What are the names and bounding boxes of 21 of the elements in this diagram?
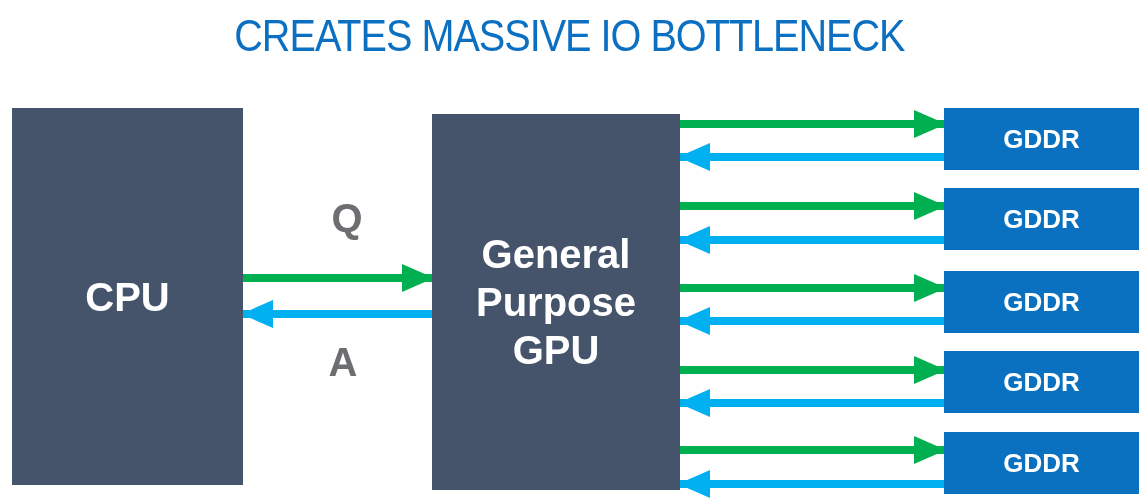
title: CREATES MASSIVE IO BOTTLENECK [234, 10, 905, 62]
node-label: GDDR [1003, 122, 1080, 156]
node-label: CPU [85, 273, 170, 321]
memory-box [944, 432, 1139, 494]
processor-box [12, 108, 243, 485]
processor-box [432, 114, 680, 490]
memory-box [944, 351, 1139, 413]
arrow [680, 274, 946, 302]
memory-box [944, 271, 1139, 333]
node-label: GDDR [1003, 446, 1080, 480]
arrow [243, 264, 434, 292]
arrow [680, 356, 946, 384]
memory-box [944, 108, 1139, 170]
arrow [680, 192, 946, 220]
node-label: GDDR [1003, 365, 1080, 399]
arrow [680, 436, 946, 464]
arrow [680, 110, 946, 138]
node-label: GDDR [1003, 202, 1080, 236]
node-label: GDDR [1003, 285, 1080, 319]
node-label: General Purpose GPU [474, 231, 637, 374]
memory-box [944, 188, 1139, 250]
